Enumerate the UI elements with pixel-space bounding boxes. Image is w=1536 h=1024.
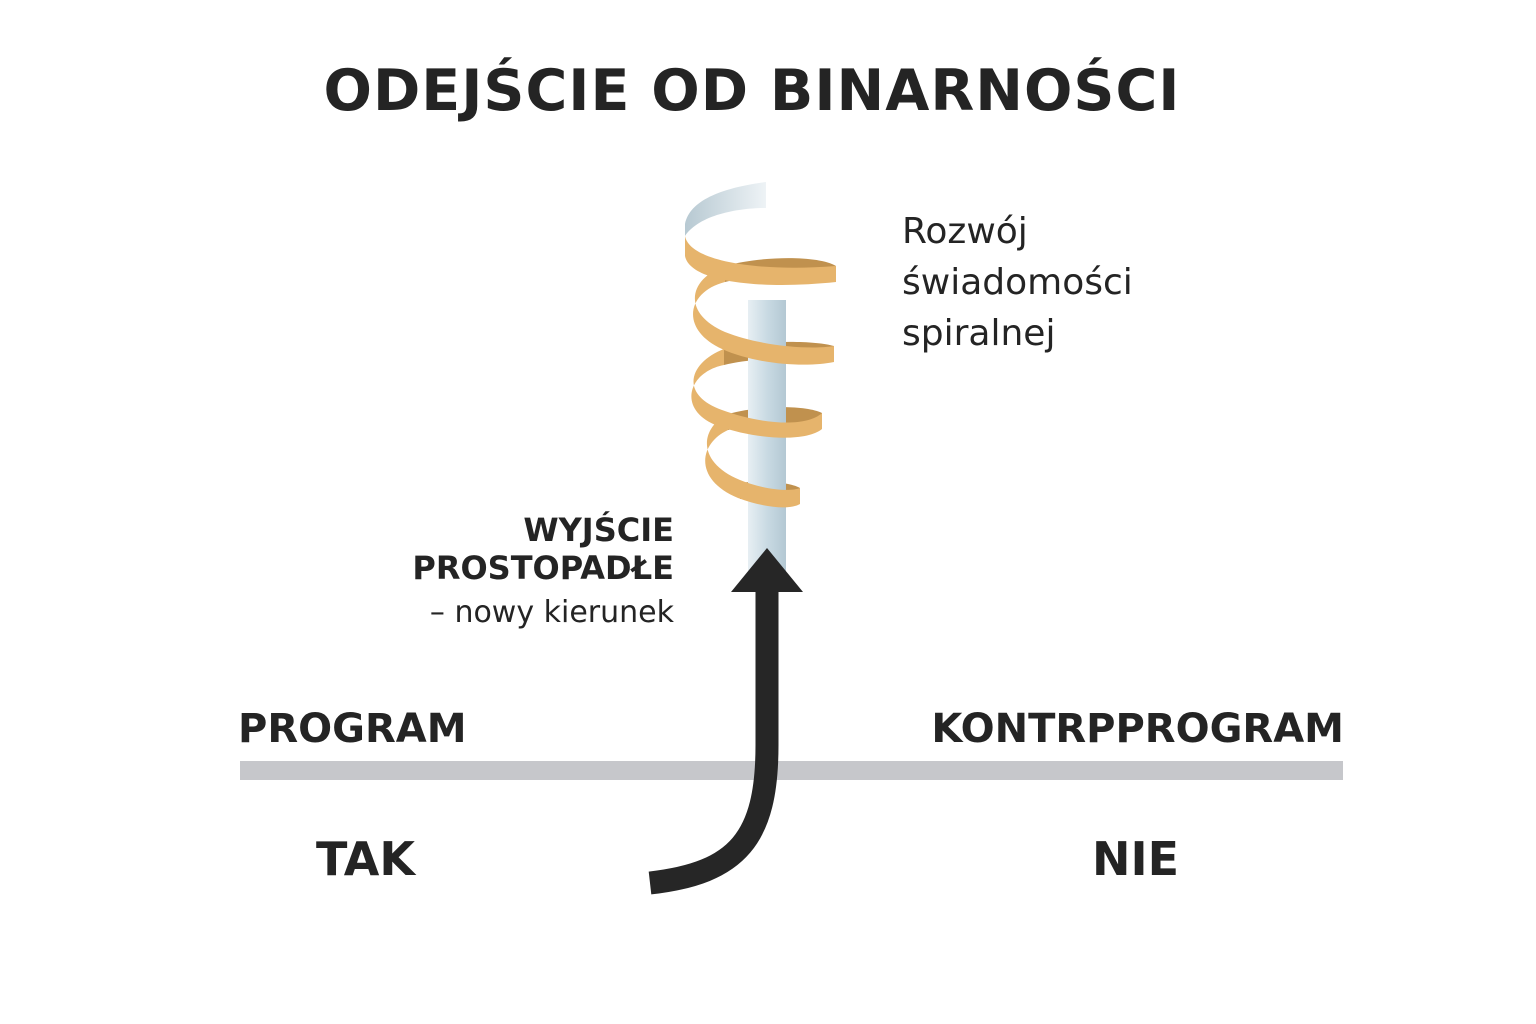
program-label: PROGRAM [238,706,467,752]
spiral-caption-line1: Rozwój [902,211,1028,252]
spiral-caption-line2: świadomości [902,262,1133,303]
counterprogram-label: KONTRPPROGRAM [931,706,1344,752]
exit-heading-line2: PROSTOPADŁE [412,549,674,587]
yes-label: TAK [316,832,416,886]
spiral-caption-line3: spiralnej [902,313,1056,354]
perpendicular-exit-arrow-shaft [648,588,779,895]
exit-subtext: – nowy kierunek [429,595,674,630]
spiral-front-faces [685,236,836,508]
binary-axis-line [240,761,1343,780]
perpendicular-exit-arrowhead [731,548,803,592]
diagram-title: ODEJŚCIE OD BINARNOŚCI [323,58,1181,124]
no-label: NIE [1092,832,1180,886]
exit-heading: WYJŚCIE PROSTOPADŁE [412,511,674,587]
spiral-caption: Rozwój świadomości spiralnej [902,206,1133,359]
exit-heading-line1: WYJŚCIE [523,511,674,549]
spiral-top-ribbon [685,182,766,236]
